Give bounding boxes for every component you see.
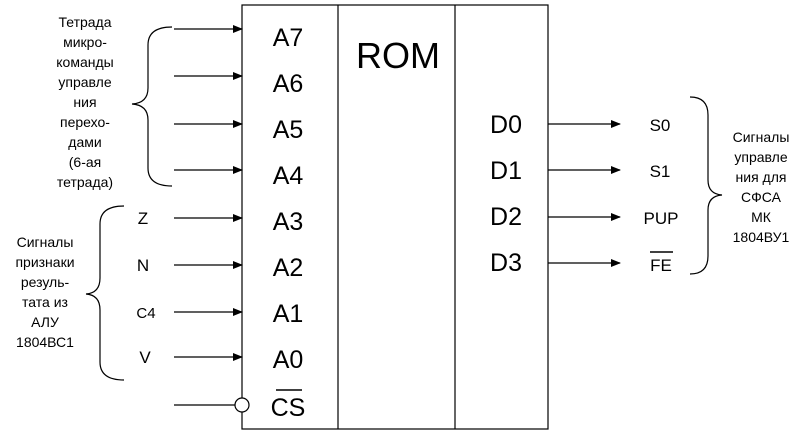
braces (85, 26, 723, 381)
note-microcommand-line: (6-ая (69, 154, 101, 170)
note-alu-flags-line: 1804ВС1 (16, 334, 74, 350)
output-signals: S0 S1 PUP FE (644, 116, 679, 275)
pin-a3: A3 (273, 208, 304, 236)
pin-a4: A4 (273, 162, 304, 190)
note-control-signals: Сигналы управле ния для СФСА МК 1804ВУ1 (733, 129, 790, 245)
signal-s0: S0 (650, 116, 671, 135)
pin-d3: D3 (490, 249, 522, 277)
pin-d1: D1 (490, 157, 522, 185)
signal-pup: PUP (644, 209, 679, 228)
note-control-signals-line: МК (751, 209, 772, 225)
note-alu-flags-line: АЛУ (31, 314, 59, 330)
brace-microcommand (131, 26, 173, 187)
address-pins: A7 A6 A5 A4 A3 A2 A1 A0 CS (271, 24, 306, 422)
note-alu-flags-line: признаки (15, 254, 74, 270)
flag-v: V (139, 348, 151, 367)
pin-a2: A2 (273, 254, 304, 282)
note-microcommand-line: ния (73, 94, 96, 110)
pin-d2: D2 (490, 203, 522, 231)
output-lines (548, 120, 621, 267)
flag-c4: C4 (136, 305, 155, 322)
note-microcommand: Тетрада микро- команды управле ния перех… (56, 14, 113, 190)
note-control-signals-line: Сигналы (733, 129, 790, 145)
note-alu-flags-line: тата из (22, 294, 68, 310)
flag-z: Z (138, 209, 148, 228)
note-alu-flags-line: резуль- (21, 274, 70, 290)
signal-fe: FE (650, 256, 672, 275)
note-alu-flags-line: Сигналы (17, 234, 74, 250)
note-microcommand-line: перехо- (60, 114, 110, 130)
note-microcommand-line: команды (56, 54, 113, 70)
pin-a7: A7 (273, 24, 304, 52)
pin-cs: CS (271, 394, 306, 422)
note-control-signals-line: управле (734, 149, 787, 165)
pin-a5: A5 (273, 116, 304, 144)
note-microcommand-line: микро- (63, 34, 107, 50)
note-microcommand-line: Тетрада (58, 14, 111, 30)
pin-a6: A6 (273, 70, 304, 98)
note-microcommand-line: управле (58, 74, 111, 90)
brace-control-signals (689, 96, 723, 275)
data-pins: D0 D1 D2 D3 (490, 111, 522, 277)
note-control-signals-line: СФСА (741, 189, 782, 205)
signal-s1: S1 (650, 162, 671, 181)
pin-a1: A1 (273, 300, 304, 328)
note-microcommand-line: тетрада) (57, 174, 113, 190)
input-lines (174, 25, 243, 406)
flag-inputs: Z N C4 V (136, 209, 155, 367)
chip-title: ROM (356, 35, 440, 76)
pin-d0: D0 (490, 111, 522, 139)
note-alu-flags: Сигналы признаки резуль- тата из АЛУ 180… (15, 234, 74, 350)
cs-inversion-bubble (234, 397, 250, 413)
note-control-signals-line: ния для (736, 169, 787, 185)
pin-a0: A0 (273, 346, 304, 374)
note-control-signals-line: 1804ВУ1 (733, 229, 790, 245)
brace-alu-flags (85, 205, 125, 381)
note-microcommand-line: дами (68, 134, 101, 150)
flag-n: N (137, 256, 149, 275)
